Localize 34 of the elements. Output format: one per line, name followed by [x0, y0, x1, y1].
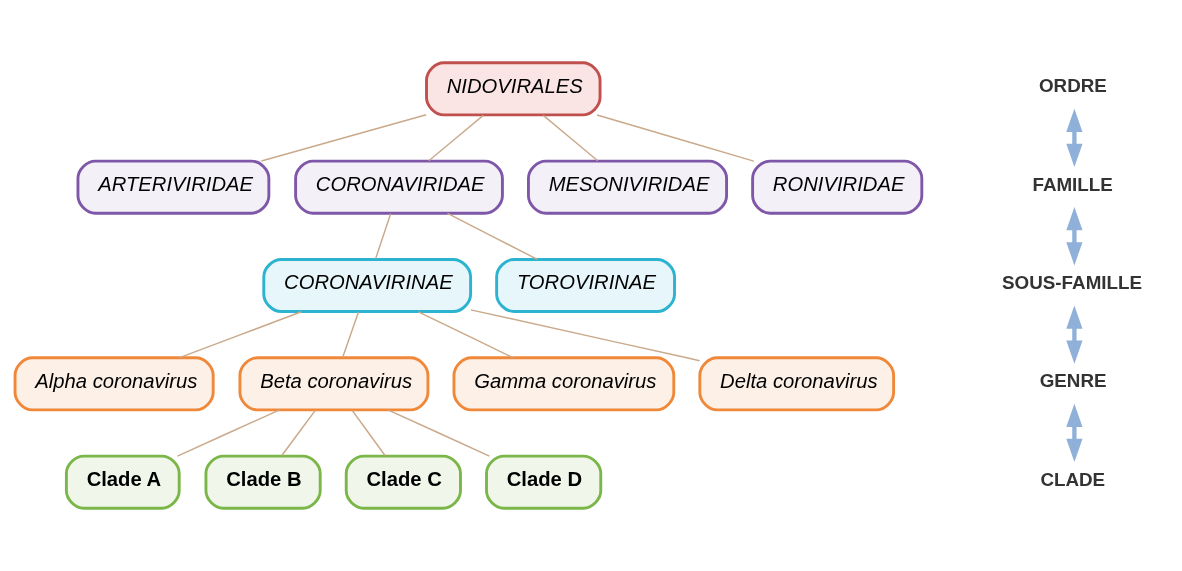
connector: [387, 409, 491, 457]
connector: [470, 309, 701, 362]
node-box: NIDOVIRALES: [425, 61, 602, 117]
node-box: Clade C: [344, 454, 462, 510]
label: CLADE: [1040, 468, 1106, 490]
node-box: Clade D: [485, 454, 603, 510]
connector: [542, 114, 599, 162]
connector: [342, 311, 360, 358]
label: SOUS-FAMILLE: [1002, 271, 1143, 293]
connector: [374, 212, 392, 260]
connector: [428, 114, 484, 162]
node-box: Clade A: [64, 454, 181, 510]
node-box: ARTERIVIRIDAE: [76, 159, 271, 215]
node-box: Delta coronavirus: [698, 356, 896, 412]
node-box: RONIVIRIDAE: [751, 159, 924, 215]
node-box: CORONAVIRINAE: [262, 258, 473, 313]
connector: [176, 409, 280, 457]
connector: [281, 409, 317, 457]
connector: [417, 311, 514, 359]
node-box: CORONAVIRIDAE: [294, 159, 504, 215]
connector: [351, 409, 386, 457]
node-box: Clade B: [204, 454, 322, 510]
label: GENRE: [1039, 370, 1107, 392]
connector: [178, 311, 303, 359]
connector: [260, 114, 427, 162]
node-box: MESONIVIRIDAE: [527, 159, 729, 215]
node-box: Beta coronavirus: [238, 356, 430, 412]
connector: [596, 114, 755, 162]
node-box: TOROVIRINAE: [495, 258, 676, 313]
node-box: Gamma coronavirus: [452, 356, 676, 412]
label: FAMILLE: [1032, 173, 1113, 195]
connector: [446, 212, 538, 261]
node-box: Alpha coronavirus: [13, 356, 215, 412]
label: ORDRE: [1038, 75, 1107, 97]
